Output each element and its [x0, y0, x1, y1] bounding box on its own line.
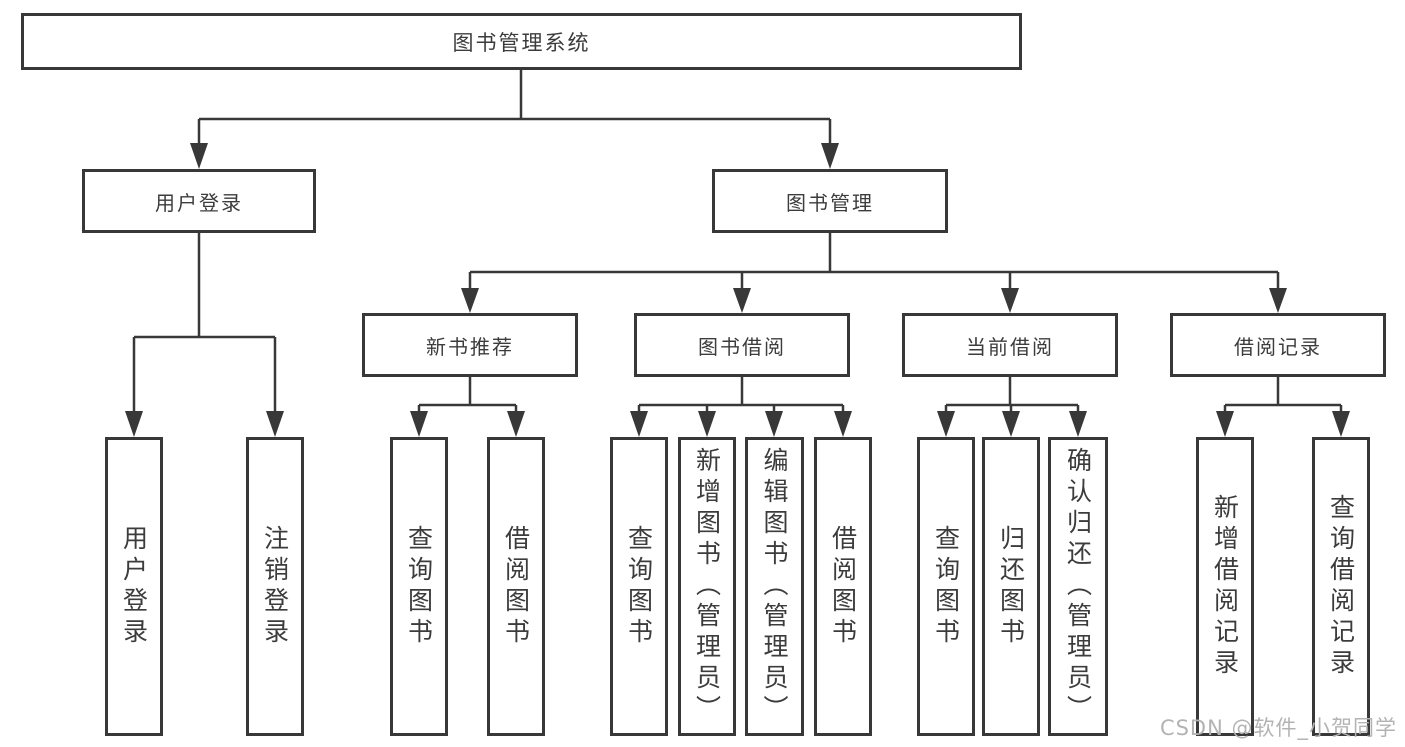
leaf-records-query-record: 查询借阅记录: [1312, 437, 1370, 736]
leaf-recommend-query-book: 查询图书: [390, 437, 448, 736]
leaf-recommend-borrow-book-label: 借阅图书: [501, 524, 531, 649]
leaf-borrowing-add-book-admin-label: 新增图书（管理员）: [692, 447, 722, 726]
leaf-user-login: 用户登录: [105, 437, 163, 736]
leaf-current-query-book-label: 查询图书: [931, 524, 961, 649]
leaf-current-return-book: 归还图书: [982, 437, 1040, 736]
leaf-current-return-book-label: 归还图书: [996, 524, 1026, 649]
node-new-book-recommend: 新书推荐: [362, 313, 578, 377]
leaf-borrowing-borrow-book-label: 借阅图书: [828, 524, 858, 649]
node-book-management-label: 图书管理: [786, 190, 874, 215]
node-current-borrowing-label: 当前借阅: [966, 334, 1054, 359]
node-book-management: 图书管理: [712, 169, 948, 233]
leaf-current-confirm-return-admin: 确认归还（管理员）: [1048, 437, 1108, 736]
node-new-book-recommend-label: 新书推荐: [426, 334, 514, 359]
leaf-records-add-record-label: 新增借阅记录: [1210, 493, 1240, 680]
node-borrowing-records-label: 借阅记录: [1234, 334, 1322, 359]
leaf-borrowing-add-book-admin: 新增图书（管理员）: [678, 437, 736, 736]
csdn-watermark: CSDN @软件_小贺同学: [1159, 716, 1397, 740]
leaf-current-query-book: 查询图书: [917, 437, 975, 736]
node-user-login: 用户登录: [82, 169, 316, 233]
node-book-borrowing: 图书借阅: [634, 313, 850, 377]
leaf-borrowing-edit-book-admin-label: 编辑图书（管理员）: [760, 447, 789, 726]
leaf-recommend-borrow-book: 借阅图书: [487, 437, 545, 736]
node-user-login-label: 用户登录: [155, 190, 243, 215]
leaf-recommend-query-book-label: 查询图书: [404, 524, 434, 649]
node-borrowing-records: 借阅记录: [1170, 313, 1386, 377]
leaf-user-login-label: 用户登录: [119, 524, 149, 649]
leaf-records-add-record: 新增借阅记录: [1196, 437, 1254, 736]
node-current-borrowing: 当前借阅: [902, 313, 1118, 377]
leaf-borrowing-query-book-label: 查询图书: [624, 524, 654, 649]
leaf-current-confirm-return-admin-label: 确认归还（管理员）: [1063, 447, 1093, 726]
leaf-borrowing-borrow-book: 借阅图书: [814, 437, 872, 736]
leaf-logout-label: 注销登录: [260, 524, 290, 649]
leaf-borrowing-query-book: 查询图书: [610, 437, 668, 736]
leaf-logout: 注销登录: [246, 437, 304, 736]
leaf-borrowing-edit-book-admin: 编辑图书（管理员）: [745, 437, 804, 736]
node-system-root-label: 图书管理系统: [452, 30, 591, 55]
node-book-borrowing-label: 图书借阅: [698, 334, 786, 359]
leaf-records-query-record-label: 查询借阅记录: [1326, 493, 1356, 680]
node-system-root: 图书管理系统: [21, 13, 1022, 70]
